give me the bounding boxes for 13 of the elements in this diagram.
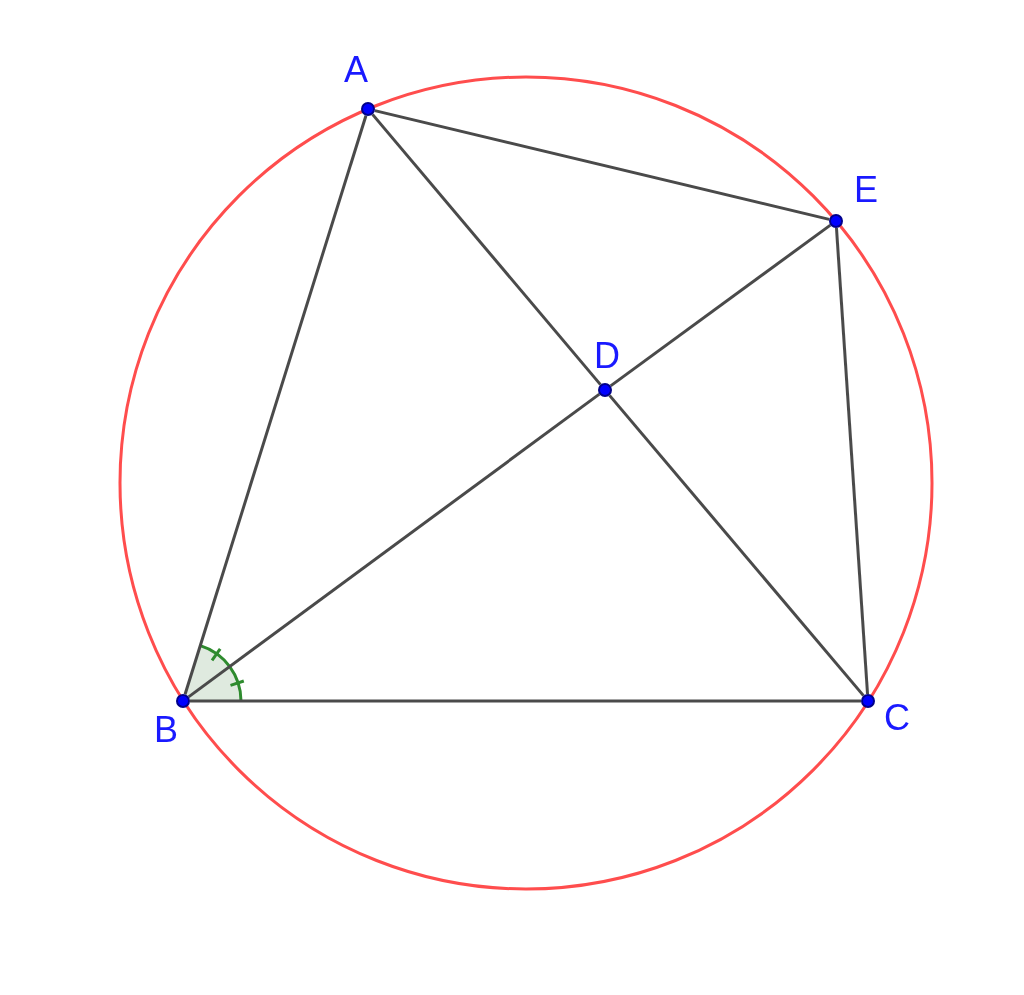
line-segment (609, 223, 832, 388)
line-segment (374, 109, 830, 221)
line-segment (190, 699, 861, 703)
point-label: A (344, 52, 368, 88)
point-label: E (854, 172, 878, 208)
line-segment (183, 115, 368, 695)
line-segment (371, 113, 602, 386)
point-label: D (594, 338, 620, 374)
line-segment (834, 227, 870, 695)
point-label: C (884, 700, 910, 736)
line-segment (608, 394, 865, 697)
point-label: B (154, 712, 178, 748)
line-segment (187, 392, 601, 699)
